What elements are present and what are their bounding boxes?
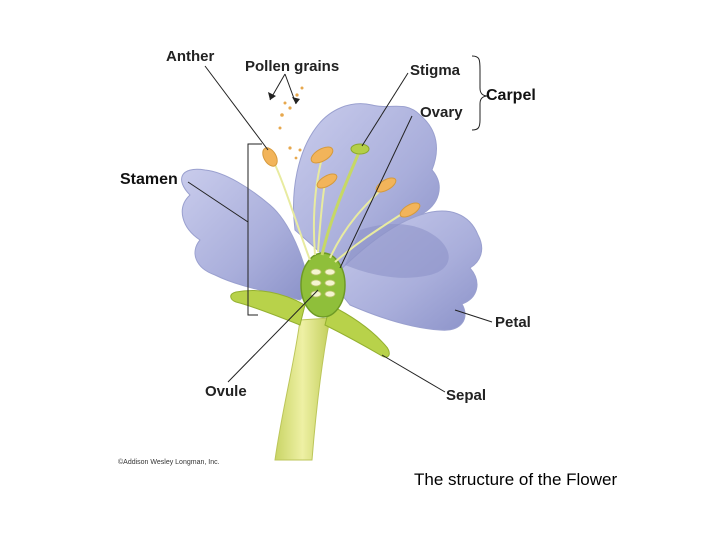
sepal-right: [324, 304, 390, 358]
pollen-dots: [278, 86, 304, 160]
petal-shadow: [345, 224, 449, 278]
ovule-label: Ovule: [205, 383, 247, 400]
stigma-pointer: [361, 72, 409, 147]
petal-left: [181, 168, 311, 301]
carpel-brace: [471, 55, 489, 131]
anther-pointer: [204, 65, 269, 151]
anther-label: Anther: [166, 48, 215, 65]
sepal-left: [230, 290, 306, 326]
leader-lines: [187, 55, 493, 393]
ovules: [310, 268, 336, 298]
stamen-pointer: [187, 181, 249, 223]
stigma-label: Stigma: [410, 62, 461, 79]
sepal-pointer: [381, 354, 446, 393]
copyright-credit: ©Addison Wesley Longman, Inc.: [118, 459, 220, 466]
sepal-label: Sepal: [446, 387, 487, 404]
petal-label: Petal: [495, 314, 531, 331]
style: [320, 149, 362, 256]
stem: [274, 317, 331, 461]
pollen-grains-label: Pollen grains: [245, 58, 340, 75]
ovary-label: Ovary: [420, 104, 463, 121]
figure-caption: The structure of the Flower: [414, 470, 618, 489]
ovule-pointer: [227, 289, 319, 383]
stamen-bracket: [247, 143, 262, 316]
arrowheads: [268, 92, 300, 104]
carpel-label: Carpel: [486, 87, 536, 104]
stamen-label: Stamen: [120, 171, 178, 188]
petal-pointer: [454, 309, 493, 323]
ovary-shape: [300, 252, 346, 318]
stigma-tip: [350, 143, 370, 155]
ovary-pointer: [339, 115, 413, 269]
